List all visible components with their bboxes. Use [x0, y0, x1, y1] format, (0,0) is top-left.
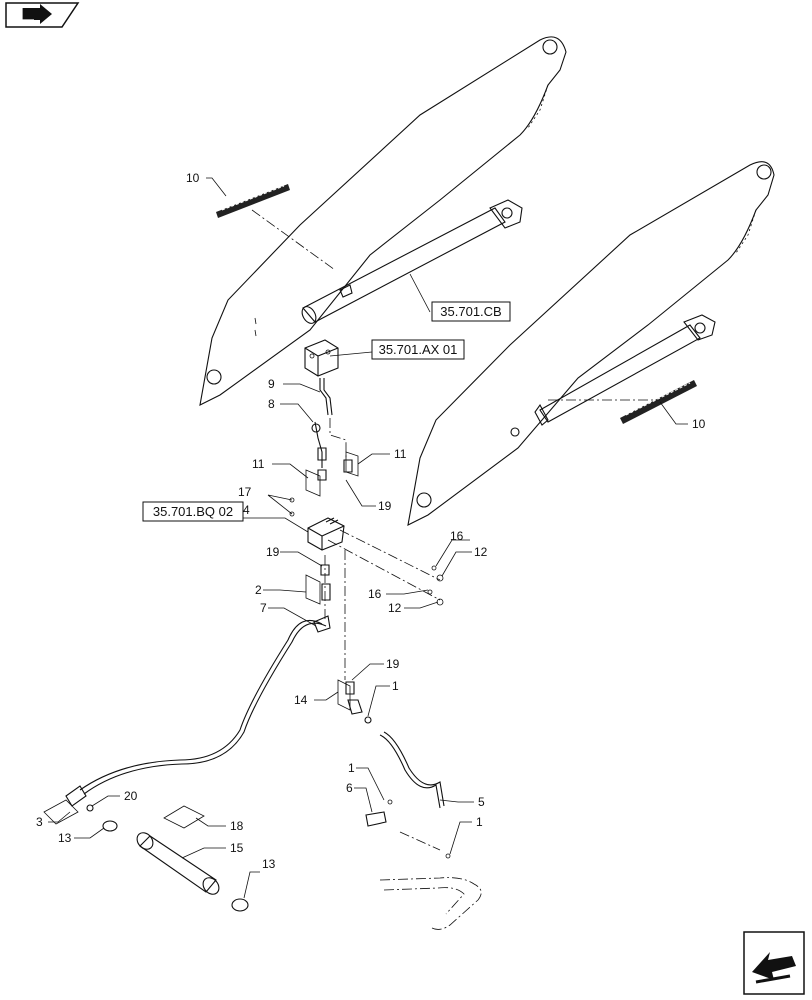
valve-block — [304, 339, 339, 377]
svg-text:9: 9 — [268, 377, 275, 391]
fitting-pair-upper — [317, 447, 353, 481]
leader-lines — [48, 177, 688, 899]
svg-text:17: 17 — [238, 485, 252, 499]
lift-cylinder-right — [534, 314, 716, 426]
fitting-19-lower — [320, 564, 330, 576]
svg-text:35.701.CB: 35.701.CB — [440, 304, 501, 319]
screw-17a — [289, 497, 295, 503]
reference-box-bq02[interactable]: 35.701.BQ 02 — [142, 501, 244, 522]
control-valve — [307, 517, 345, 551]
svg-text:19: 19 — [378, 499, 392, 513]
plate-3 — [43, 799, 79, 825]
svg-text:18: 18 — [230, 819, 244, 833]
svg-text:20: 20 — [124, 789, 138, 803]
svg-text:13: 13 — [58, 831, 72, 845]
svg-text:10: 10 — [186, 171, 200, 185]
svg-text:15: 15 — [230, 841, 244, 855]
svg-text:13: 13 — [262, 857, 276, 871]
svg-text:1: 1 — [392, 679, 399, 693]
back-arrow-icon[interactable] — [5, 2, 80, 28]
reference-box-cb[interactable]: 35.701.CB — [431, 301, 511, 322]
hose-5 — [379, 734, 441, 809]
callout-labels: 10 10 9 8 11 11 17 4 19 16 12 16 12 19 2… — [36, 171, 706, 871]
plate-14 — [337, 679, 351, 711]
bolt-16b — [427, 589, 433, 595]
svg-text:16: 16 — [450, 529, 464, 543]
svg-text:14: 14 — [294, 693, 308, 707]
forward-arrow-icon[interactable] — [743, 931, 805, 995]
decal-18 — [163, 805, 205, 829]
plate-11-left — [305, 469, 321, 497]
svg-text:35.701.AX 01: 35.701.AX 01 — [379, 342, 458, 357]
loader-arm-right — [407, 161, 775, 526]
svg-text:1: 1 — [348, 761, 355, 775]
clamp-13-right — [231, 898, 249, 912]
svg-text:35.701.BQ 02: 35.701.BQ 02 — [153, 504, 233, 519]
decal-left — [216, 184, 290, 218]
svg-text:19: 19 — [266, 545, 280, 559]
svg-text:11: 11 — [394, 447, 407, 461]
svg-text:5: 5 — [478, 795, 485, 809]
reference-box-ax01[interactable]: 35.701.AX 01 — [371, 339, 465, 360]
fitting-2 — [321, 583, 331, 601]
fitting-20 — [86, 804, 94, 812]
plate-11-right — [345, 451, 359, 477]
hose-7 — [79, 619, 323, 791]
plate-2 — [305, 574, 321, 605]
tube-15 — [136, 832, 220, 895]
svg-text:6: 6 — [346, 781, 353, 795]
screw-17b — [289, 511, 295, 517]
elbow-fitting — [347, 699, 363, 715]
nut-12a — [436, 574, 444, 582]
fitting-19-mid — [345, 681, 355, 695]
svg-text:19: 19 — [386, 657, 400, 671]
lift-cylinder-left — [301, 199, 523, 324]
svg-text:10: 10 — [692, 417, 706, 431]
tube-assembly — [311, 378, 333, 468]
svg-text:8: 8 — [268, 397, 275, 411]
coupler-6 — [365, 811, 387, 827]
svg-text:12: 12 — [388, 601, 402, 615]
svg-text:2: 2 — [255, 583, 262, 597]
bolt-16a — [431, 565, 437, 571]
svg-text:4: 4 — [243, 503, 250, 517]
decal-right — [620, 380, 697, 424]
svg-text:3: 3 — [36, 815, 43, 829]
svg-text:16: 16 — [368, 587, 382, 601]
svg-text:12: 12 — [474, 545, 488, 559]
loader-arm-left — [199, 36, 567, 406]
svg-text:1: 1 — [476, 815, 483, 829]
svg-text:11: 11 — [252, 457, 265, 471]
clamp-13-left — [102, 820, 118, 832]
svg-text:7: 7 — [260, 601, 267, 615]
